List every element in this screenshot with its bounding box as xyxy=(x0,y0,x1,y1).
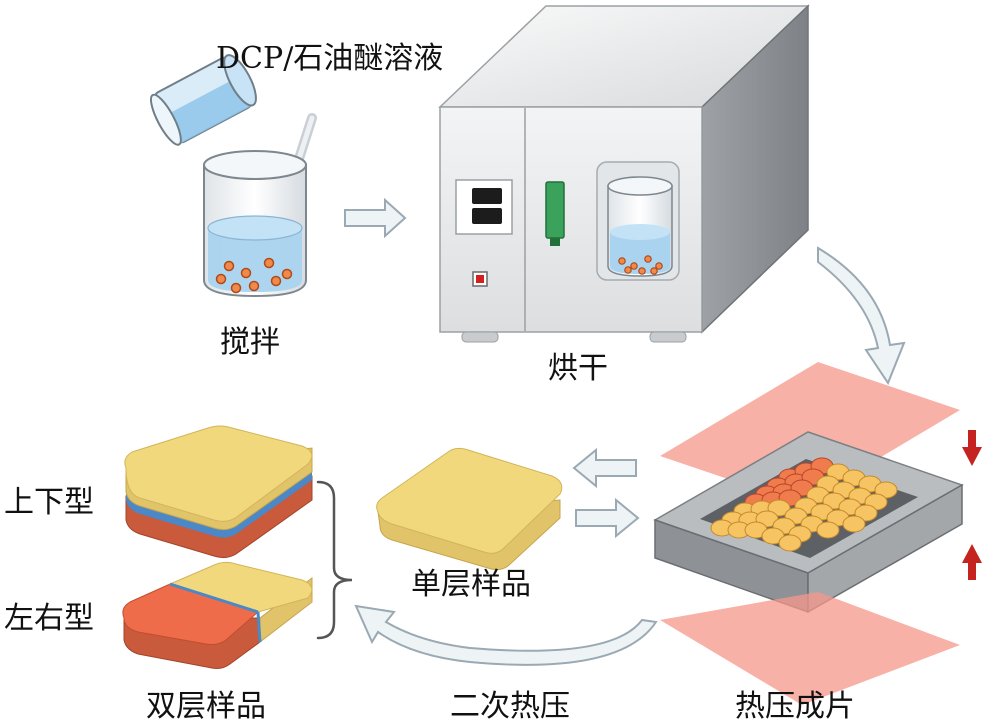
arrow-secondary-press xyxy=(354,604,658,666)
pouring-cup xyxy=(149,54,257,146)
arrow-oven-to-press xyxy=(817,246,906,386)
stirring-beaker xyxy=(203,113,317,298)
arrow-single-to-press xyxy=(575,497,640,539)
top-bottom-label: 上下型 xyxy=(4,485,94,520)
double-layer-label: 双层样品 xyxy=(146,689,266,724)
single-layer-sample xyxy=(376,447,563,571)
hot-press xyxy=(653,362,982,705)
pellets-orange xyxy=(744,457,834,511)
double-layer-top-bottom xyxy=(124,425,313,559)
grouping-brace xyxy=(316,480,353,640)
arrow-stir-to-oven xyxy=(344,197,407,239)
solution-label: DCP/石油醚溶液 xyxy=(216,41,443,76)
pellets-yellow xyxy=(710,463,898,552)
hot-press-label: 热压成片 xyxy=(735,689,855,724)
left-right-label: 左右型 xyxy=(4,601,94,636)
dry-label: 烘干 xyxy=(548,351,608,386)
stir-label: 搅拌 xyxy=(220,325,280,360)
oven-beaker xyxy=(607,176,673,277)
bottom-heater-plate xyxy=(660,592,960,705)
particles xyxy=(215,257,293,294)
double-layer-left-right xyxy=(122,561,313,669)
drying-oven xyxy=(438,4,810,343)
press-up-arrow xyxy=(962,544,982,580)
secondary-press-label: 二次热压 xyxy=(450,689,570,724)
door-handle xyxy=(545,181,565,239)
press-down-arrow xyxy=(962,430,982,466)
single-layer-label: 单层样品 xyxy=(411,567,531,602)
arrow-press-to-single xyxy=(572,447,637,489)
